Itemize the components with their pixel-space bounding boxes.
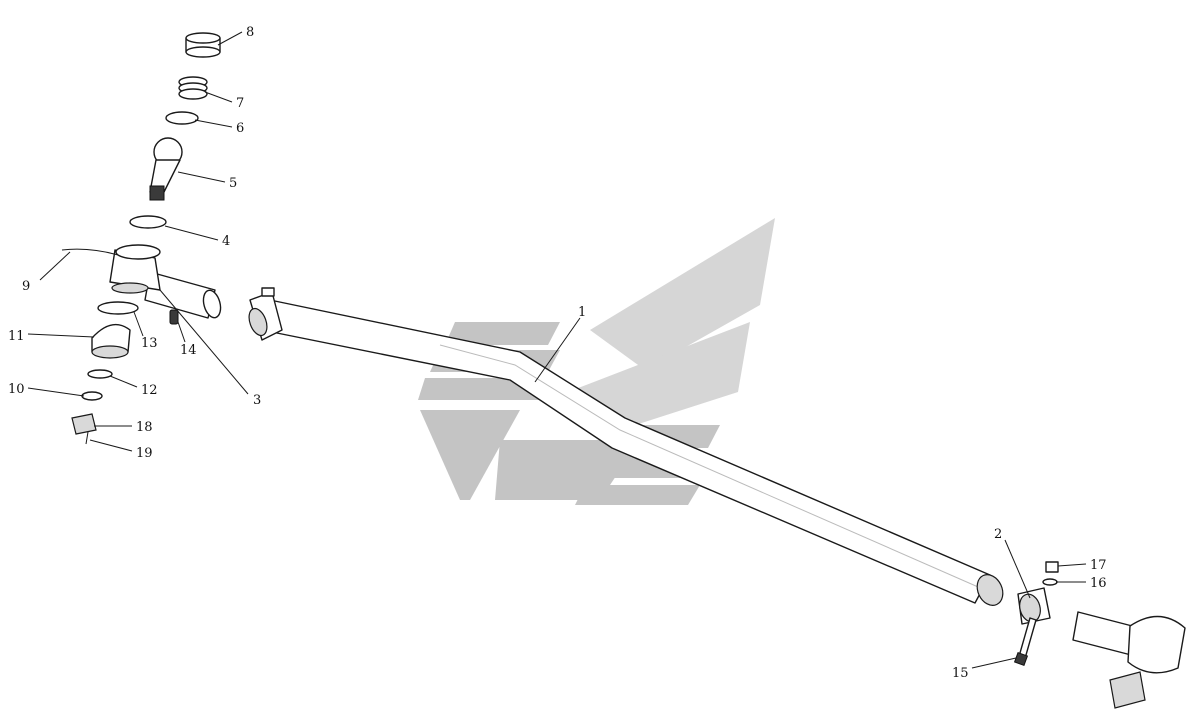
callout-13: 13 (141, 336, 158, 351)
callout-6: 6 (236, 121, 244, 136)
end-cap (185, 32, 221, 58)
ball-seat (165, 111, 199, 125)
callout-11: 11 (8, 329, 25, 344)
left-clamp (248, 287, 283, 341)
cotter-pin (85, 431, 89, 445)
seal-ring (97, 301, 139, 315)
callout-2: 2 (994, 527, 1002, 542)
cotter-wire (61, 248, 119, 256)
ball-stud (149, 137, 183, 201)
bolt-nut (1045, 561, 1059, 573)
callout-17: 17 (1090, 558, 1107, 573)
clamp-bolt (1013, 617, 1037, 667)
callout-8: 8 (246, 25, 254, 40)
dust-boot (91, 323, 131, 359)
right-clamp (1017, 587, 1051, 625)
callout-10: 10 (8, 382, 25, 397)
leader-lines (27, 31, 1087, 669)
callout-3: 3 (253, 393, 261, 408)
callout-19: 19 (136, 446, 153, 461)
callout-9: 9 (22, 279, 30, 294)
tie-rod-tube (261, 299, 1004, 606)
callout-12: 12 (141, 383, 158, 398)
callout-15: 15 (952, 666, 969, 681)
callout-1: 1 (578, 305, 586, 320)
right-rod-end (1072, 611, 1186, 709)
left-rod-end-arm (144, 271, 222, 319)
callout-18: 18 (136, 420, 153, 435)
washer (87, 369, 113, 379)
bolt-washer (1042, 578, 1058, 586)
grease-nipple (169, 309, 179, 325)
lower-ring (129, 215, 167, 229)
castle-nut (71, 413, 97, 435)
callout-16: 16 (1090, 576, 1107, 591)
callout-14: 14 (180, 343, 197, 358)
callout-7: 7 (236, 96, 244, 111)
callout-labels: 8 7 6 5 4 9 11 10 12 13 14 3 1 18 19 2 1… (8, 25, 1107, 681)
callout-4: 4 (222, 234, 230, 249)
callout-5: 5 (229, 176, 237, 191)
small-washer (81, 391, 103, 401)
spring (178, 76, 208, 100)
left-housing (109, 244, 161, 294)
